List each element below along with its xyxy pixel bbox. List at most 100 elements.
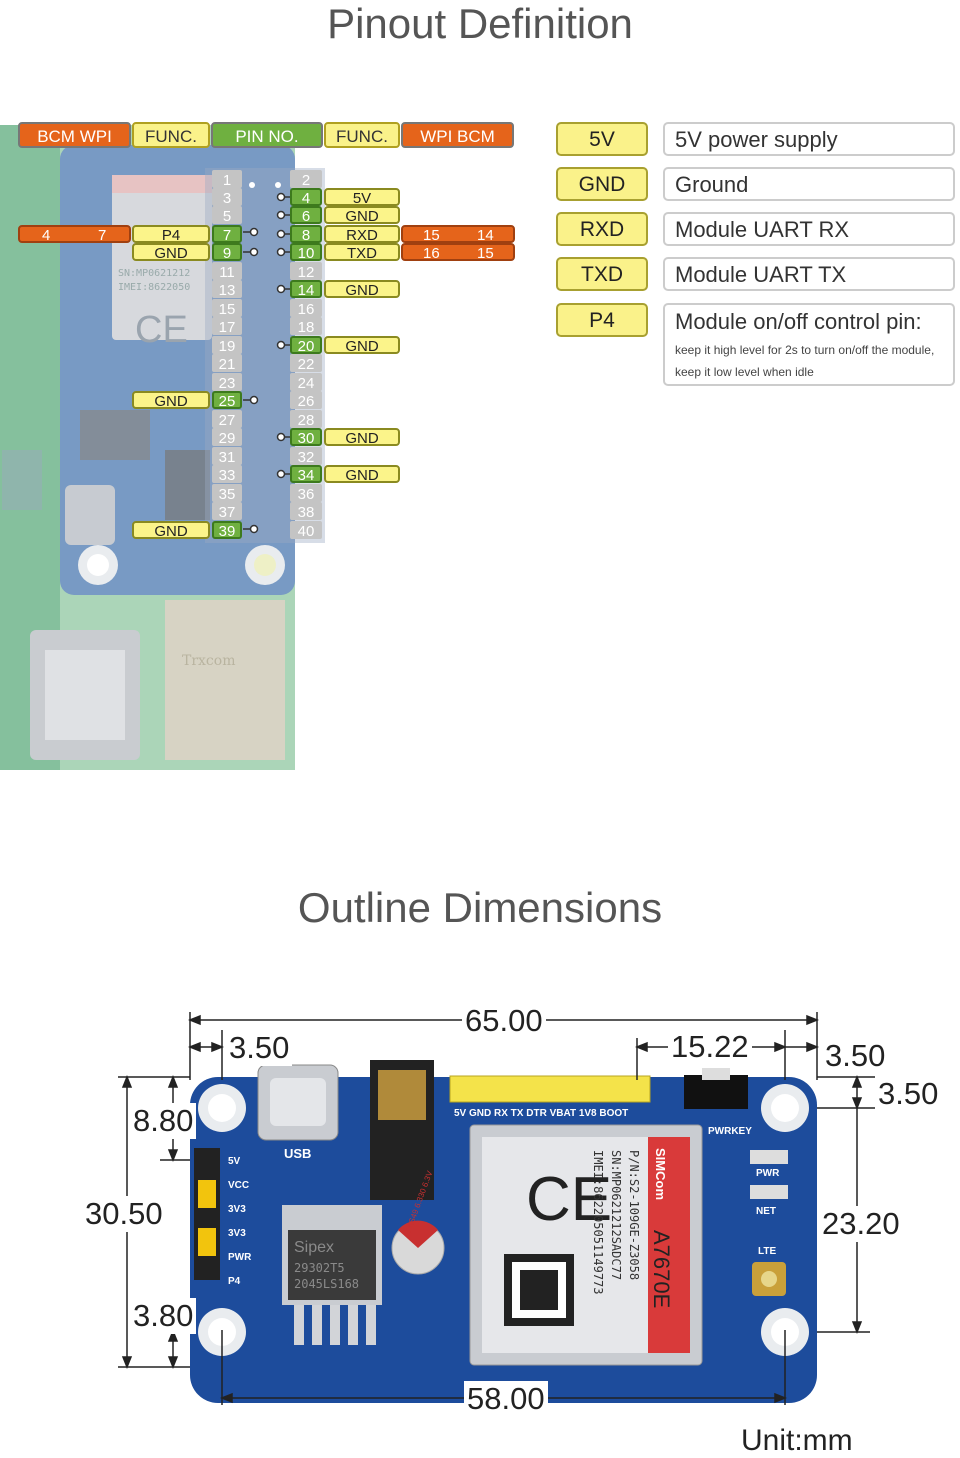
- legend-desc-5v: 5V power supply: [663, 122, 955, 156]
- pin-20: 20: [290, 336, 322, 355]
- pin-4: 4: [290, 188, 322, 207]
- jumper-label-3v3-b: 3V3: [228, 1228, 246, 1239]
- pin-25: 25: [212, 391, 242, 410]
- dim-width-total: 65.00: [462, 1003, 546, 1039]
- pin-28: 28: [290, 410, 322, 429]
- usb-silk: USB: [284, 1146, 311, 1161]
- legend-desc-txd: Module UART TX: [663, 257, 955, 291]
- dim-top-offset: 8.80: [130, 1103, 197, 1139]
- func-gnd-pin9: GND: [132, 243, 210, 262]
- svg-text:Trxcom: Trxcom: [182, 653, 235, 669]
- pin-13: 13: [212, 280, 242, 299]
- legend-key-gnd: GND: [556, 167, 648, 201]
- pin-8: 8: [290, 225, 322, 244]
- func-p4: P4: [132, 225, 210, 244]
- header-func-right: FUNC.: [324, 122, 400, 148]
- pin-row-silk: 5V GND RX TX DTR VBAT 1V8 BOOT: [454, 1108, 628, 1119]
- dim-hole-right: 3.50: [822, 1038, 889, 1074]
- pin-12: 12: [290, 262, 322, 281]
- pin-1: 1: [212, 170, 242, 189]
- func-gnd-pin30: GND: [324, 428, 400, 447]
- pin-6: 6: [290, 206, 322, 225]
- pin-31: 31: [212, 447, 242, 466]
- pin-9: 9: [212, 243, 242, 262]
- dim-bottom-offset: 3.80: [130, 1298, 197, 1334]
- txd-bcm: 15: [477, 245, 494, 262]
- jumper-label-vcc: VCC: [228, 1180, 249, 1191]
- pin-32: 32: [290, 447, 322, 466]
- pin-15: 15: [212, 299, 242, 318]
- pin-40: 40: [290, 521, 322, 540]
- pin-22: 22: [290, 354, 322, 373]
- chip-brand: Sipex: [294, 1239, 334, 1256]
- module-sn: SN:MP0621212SADC77: [609, 1150, 623, 1280]
- dim-hole-span-v: 23.20: [819, 1206, 903, 1242]
- legend-note-p4-2: keep it low level when idle: [675, 365, 814, 379]
- legend-key-txd: TXD: [556, 257, 648, 291]
- pin-26: 26: [290, 391, 322, 410]
- jumper-label-3v3-a: 3V3: [228, 1204, 246, 1215]
- pin-39: 39: [212, 521, 242, 540]
- pin-17: 17: [212, 317, 242, 336]
- jumper-label-pwr: PWR: [228, 1252, 252, 1263]
- func-txd: TXD: [324, 243, 400, 262]
- module-pn: P/N:S2-109GE-Z3058: [627, 1150, 641, 1280]
- pin-24: 24: [290, 373, 322, 392]
- pin-7: 7: [212, 225, 242, 244]
- pin-34: 34: [290, 465, 322, 484]
- func-gnd-pin20: GND: [324, 336, 400, 355]
- func-gnd-pin14: GND: [324, 280, 400, 299]
- net-silk: NET: [756, 1206, 776, 1217]
- pin-11: 11: [212, 262, 242, 281]
- func-gnd-pin25: GND: [132, 391, 210, 410]
- legend-key-rxd: RXD: [556, 212, 648, 246]
- func-gnd-pin34: GND: [324, 465, 400, 484]
- lte-silk: LTE: [758, 1246, 776, 1257]
- pin-36: 36: [290, 484, 322, 503]
- pin-2: 2: [290, 170, 322, 189]
- header-bcm-wpi-left: BCM WPI: [18, 122, 131, 148]
- p4-bcm-wpi-tag: 4 7: [18, 225, 131, 244]
- hat-board-illustration: USB 5V GND RX TX DTR VBAT 1V8 BOOT PWRKE…: [190, 1060, 817, 1403]
- dimensions-title: Outline Dimensions: [297, 884, 663, 931]
- pin-23: 23: [212, 373, 242, 392]
- module-brand: SIMCom: [653, 1148, 668, 1200]
- legend-key-p4: P4: [556, 303, 648, 337]
- legend-key-5v: 5V: [556, 122, 648, 156]
- func-gnd-pin6: GND: [324, 206, 400, 225]
- pin-21: 21: [212, 354, 242, 373]
- header-wpi-bcm-right: WPI BCM: [401, 122, 514, 148]
- legend-note-p4-1: keep it high level for 2s to turn on/off…: [675, 343, 935, 357]
- func-gnd-pin39: GND: [132, 521, 210, 540]
- pin-30: 30: [290, 428, 322, 447]
- module-model: A7670E: [649, 1230, 674, 1308]
- pin-19: 19: [212, 336, 242, 355]
- module-sn-label: SN:MP0621212: [118, 268, 190, 279]
- pin-27: 27: [212, 410, 242, 429]
- rxd-wpi: 15: [423, 227, 440, 244]
- pin-10: 10: [290, 243, 322, 262]
- dim-hole-top: 3.50: [875, 1076, 942, 1112]
- chip-line2: 2045LS168: [294, 1277, 359, 1291]
- module-ce-mark: CE: [526, 1165, 612, 1234]
- dim-hole-span-h: 58.00: [464, 1381, 548, 1417]
- dim-height-total: 30.50: [82, 1196, 166, 1232]
- jumper-label-5v: 5V: [228, 1156, 241, 1167]
- p4-bcm: 4: [42, 227, 51, 244]
- pin-33: 33: [212, 465, 242, 484]
- jumper-label-p4: P4: [228, 1276, 241, 1287]
- pin-38: 38: [290, 502, 322, 521]
- pin-37: 37: [212, 502, 242, 521]
- pin-18: 18: [290, 317, 322, 336]
- pin-16: 16: [290, 299, 322, 318]
- dim-span-right: 15.22: [668, 1029, 752, 1065]
- txd-wpi-bcm-tag: 16 15: [401, 243, 515, 262]
- module-imei: IMEI:862205051149773: [591, 1150, 605, 1295]
- pin-5: 5: [212, 206, 242, 225]
- pin-14: 14: [290, 280, 322, 299]
- txd-wpi: 16: [423, 245, 440, 262]
- pin-29: 29: [212, 428, 242, 447]
- pin-35: 35: [212, 484, 242, 503]
- header-func-left: FUNC.: [132, 122, 210, 148]
- ce-mark: CE: [135, 309, 188, 351]
